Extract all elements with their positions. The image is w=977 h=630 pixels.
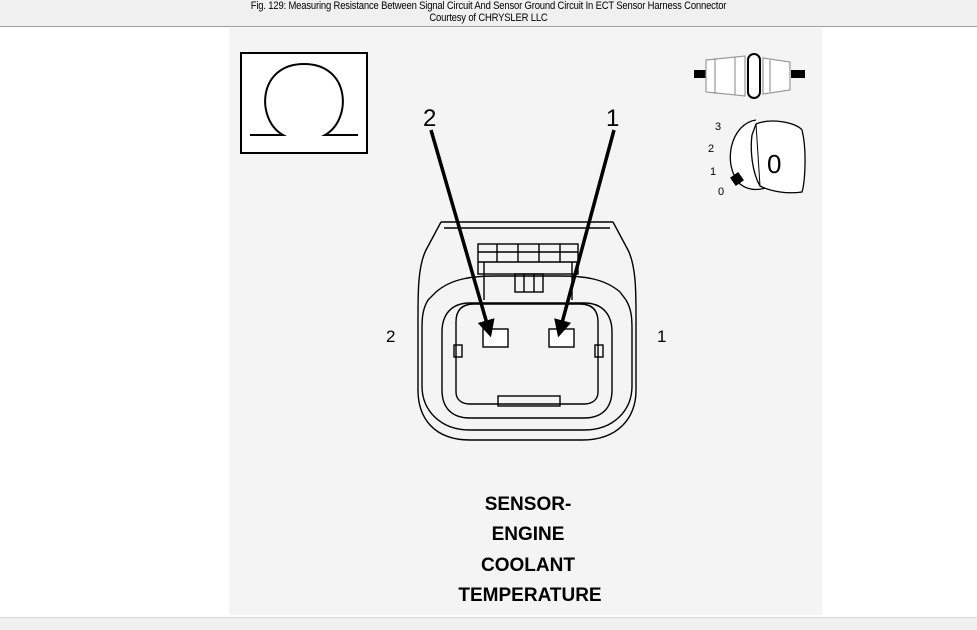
pin-label-1: 1	[657, 327, 666, 346]
probe-arrow-2	[429, 129, 495, 338]
pin-label-2: 2	[386, 327, 395, 346]
ohmmeter-icon	[240, 52, 368, 154]
figure-credit: Courtesy of CHRYSLER LLC	[429, 12, 548, 24]
harness-connector	[417, 221, 637, 441]
ignition-switch-icon: 3 2 1 0 0	[708, 119, 806, 198]
caption-line-1: SENSOR-	[485, 494, 572, 515]
ignition-pos-2: 2	[708, 143, 714, 155]
probe-label-2: 2	[423, 105, 436, 132]
ignition-key-label: 0	[767, 149, 781, 179]
caption-line-2: ENGINE	[492, 524, 565, 545]
ignition-pos-0: 0	[718, 186, 724, 198]
terminal-pin-2	[482, 328, 509, 348]
caption-line-4: TEMPERATURE	[458, 585, 601, 606]
ignition-pos-1: 1	[710, 166, 716, 178]
probe-label-1: 1	[606, 105, 619, 132]
caption-line-3: COOLANT	[481, 555, 575, 576]
disconnect-connector-icon	[694, 53, 805, 99]
figure-title-bar: Fig. 129: Measuring Resistance Between S…	[0, 0, 977, 27]
probe-arrow-1	[554, 129, 616, 338]
bottom-bar	[0, 617, 977, 630]
terminal-pin-1	[548, 328, 575, 348]
figure-title: Fig. 129: Measuring Resistance Between S…	[250, 0, 727, 12]
ignition-pos-3: 3	[715, 121, 721, 133]
